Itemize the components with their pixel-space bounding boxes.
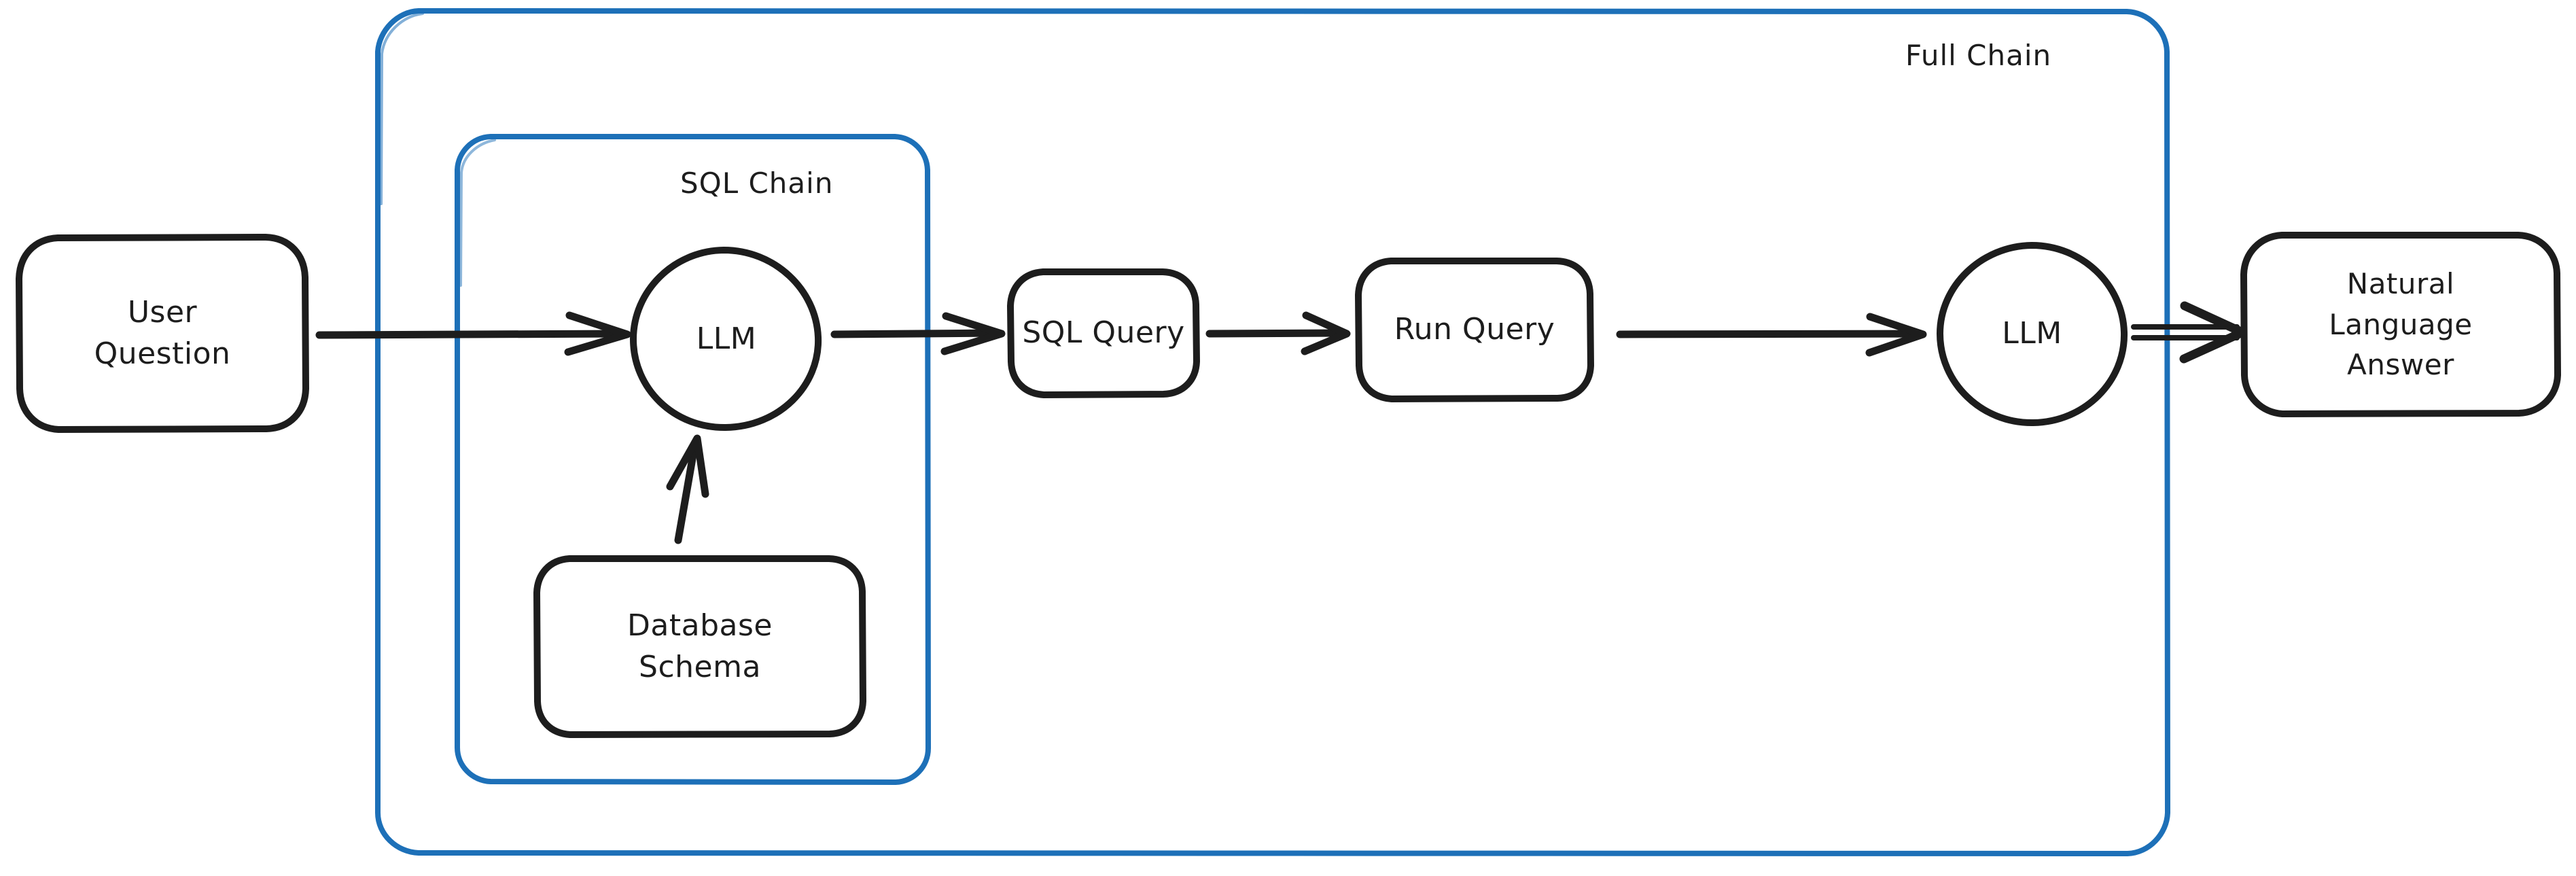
- node-run-query[interactable]: [1358, 261, 1591, 399]
- arrow-llm2-to-answer: [2131, 301, 2247, 364]
- node-user-question[interactable]: [19, 237, 306, 430]
- node-database-schema-shape[interactable]: [533, 555, 866, 738]
- node-llm-1[interactable]: [633, 250, 819, 428]
- arrow-llm1-to-sqlquery: [830, 312, 1006, 355]
- node-natural-answer-shape[interactable]: [2240, 232, 2561, 417]
- node-llm-1-shape[interactable]: [630, 247, 822, 432]
- arrow-sqlquery-to-run: [1205, 311, 1351, 355]
- arrow-question-to-llm1: [315, 311, 631, 356]
- node-sql-query-shape[interactable]: [1007, 268, 1200, 398]
- node-database-schema[interactable]: [537, 559, 863, 735]
- node-llm-2[interactable]: [1940, 245, 2124, 423]
- node-user-question-shape[interactable]: [16, 234, 309, 433]
- group-full-chain[interactable]: [375, 8, 2170, 856]
- arrow-schema-to-llm1: [666, 434, 709, 544]
- node-llm-2-shape[interactable]: [1937, 242, 2128, 427]
- group-label-full-chain: Full Chain: [1905, 39, 2052, 72]
- group-label-sql-chain: SQL Chain: [680, 167, 834, 200]
- node-sql-query[interactable]: [1010, 272, 1197, 395]
- arrow-run-to-llm2: [1616, 313, 1927, 357]
- group-sql-chain[interactable]: [455, 134, 931, 785]
- node-run-query-shape[interactable]: [1355, 258, 1594, 402]
- node-natural-answer[interactable]: [2244, 235, 2558, 414]
